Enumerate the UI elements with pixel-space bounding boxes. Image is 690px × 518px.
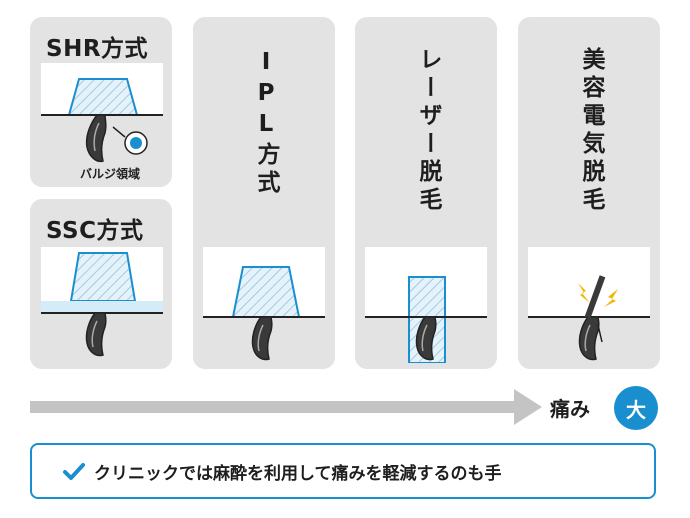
check-icon [63,463,85,480]
laser-card: レーザー脱毛 [355,17,497,369]
electric-illustration [528,247,650,361]
shr-illustration [41,63,163,163]
laser-illustration [365,247,487,363]
ssc-illustration [41,247,163,357]
pain-scale-arrow [30,389,542,425]
ipl-card: IPL方式 [193,17,335,369]
ipl-illustration [203,247,325,361]
electric-title: 美容電気脱毛 [578,47,604,215]
shr-card: SHR方式 バルジ領域 [30,17,172,187]
pain-level-badge: 大 [614,386,658,430]
ipl-title: IPL方式 [253,49,279,198]
shr-title: SHR方式 [46,36,149,62]
ssc-title: SSC方式 [46,218,144,244]
ssc-card: SSC方式 [30,199,172,369]
laser-title: レーザー脱毛 [415,47,441,215]
electric-card: 美容電気脱毛 [518,17,660,369]
bulge-region-label: バルジ領域 [80,167,141,181]
note-text: クリニックでは麻酔を利用して痛みを軽減するのも手 [94,463,502,484]
pain-label: 痛み [550,397,590,421]
anesthesia-note: クリニックでは麻酔を利用して痛みを軽減するのも手 [30,443,656,499]
